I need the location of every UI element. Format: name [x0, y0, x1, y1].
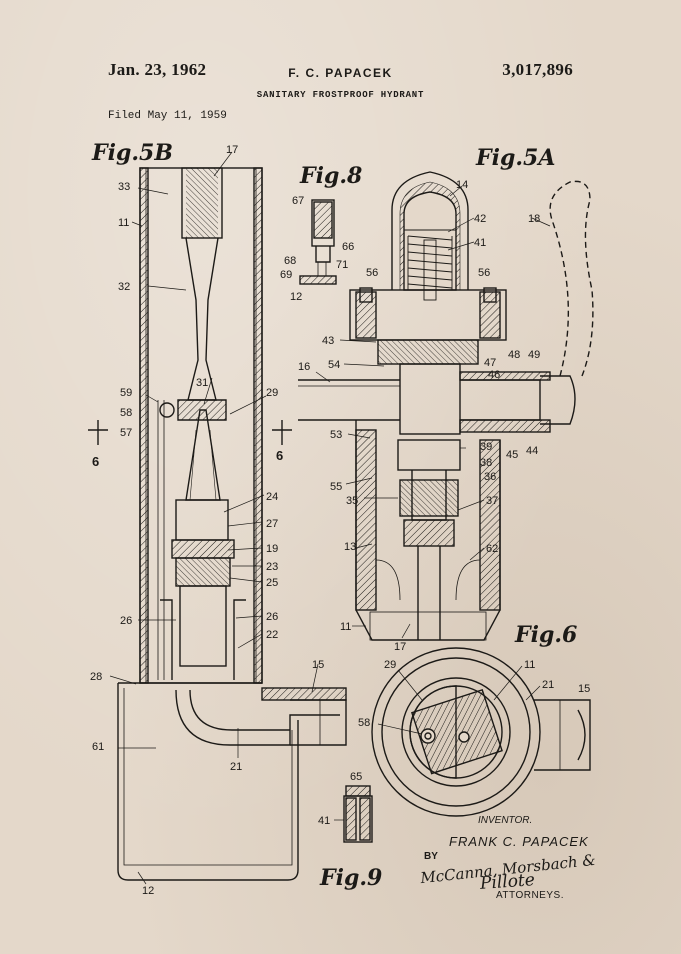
ref-numeral: 31 [196, 377, 208, 389]
ref-numeral: 49 [528, 349, 540, 361]
filed-date: Filed May 11, 1959 [108, 110, 227, 122]
ref-numeral: 32 [118, 281, 130, 293]
ref-numeral: 18 [528, 213, 540, 225]
patent-number: 3,017,896 [502, 60, 573, 79]
section-mark-left: 6 [92, 454, 99, 469]
ref-numeral: 67 [292, 195, 304, 207]
ref-numeral: 38 [480, 457, 492, 469]
ref-numeral: 58 [358, 717, 370, 729]
section-mark-right: 6 [276, 448, 283, 463]
ref-numeral: 37 [486, 495, 498, 507]
ref-numeral: 56 [478, 267, 490, 279]
ref-numeral: 39 [480, 441, 492, 453]
ref-numeral: 17 [226, 144, 238, 156]
ref-numeral: 47 [484, 357, 496, 369]
ref-numeral: 69 [280, 269, 292, 281]
ref-numeral: 68 [284, 255, 296, 267]
ref-numeral: 36 [484, 471, 496, 483]
ref-numeral: 17 [394, 641, 406, 653]
fig5a-drawing [298, 171, 594, 641]
ref-numeral: 66 [342, 241, 354, 253]
ref-numeral: 27 [266, 518, 278, 530]
ref-numeral: 11 [524, 659, 535, 671]
fig5b-drawing [117, 167, 347, 881]
ref-numeral: 15 [312, 659, 324, 671]
ref-numeral: 42 [474, 213, 486, 225]
fig9-drawing [343, 785, 373, 843]
ref-numeral: 11 [118, 217, 129, 229]
ref-numeral: 29 [266, 387, 278, 399]
ref-numeral: 53 [330, 429, 342, 441]
ref-numeral: 57 [120, 427, 132, 439]
by-label: BY [424, 851, 438, 862]
fig6-numerals: 29 11 21 15 58 [358, 659, 590, 729]
fig8-label: Fig.8 [299, 163, 362, 189]
ref-numeral: 24 [266, 491, 278, 503]
ref-numeral: 71 [336, 259, 348, 271]
ref-numeral: 58 [120, 407, 132, 419]
fig5a-label: Fig.5A [475, 145, 555, 171]
fig8-drawing [299, 199, 337, 285]
ref-numeral: 48 [508, 349, 520, 361]
patent-title: SANITARY FROSTPROOF HYDRANT [256, 90, 425, 100]
ref-numeral: 33 [118, 181, 130, 193]
ref-numeral: 62 [486, 543, 498, 555]
attorneys-label: ATTORNEYS. [496, 890, 564, 901]
fig8-numerals: 67 68 66 69 71 12 [280, 195, 354, 303]
ref-numeral: 29 [384, 659, 396, 671]
inventor-name: FRANK C. PAPACEK [449, 834, 589, 849]
ref-numeral: 26 [266, 611, 278, 623]
fig6-label: Fig.6 [514, 622, 577, 648]
ref-numeral: 41 [474, 237, 486, 249]
ref-numeral: 35 [346, 495, 358, 507]
ref-numeral: 12 [290, 291, 302, 303]
fig5b-numerals: 17 33 11 32 31 29 59 58 57 24 27 19 23 2… [90, 144, 324, 897]
ref-numeral: 21 [230, 761, 242, 773]
ref-numeral: 22 [266, 629, 278, 641]
ref-numeral: 11 [340, 621, 351, 633]
ref-numeral: 26 [120, 615, 132, 627]
ref-numeral: 44 [526, 445, 538, 457]
fig5b-label: Fig.5B [91, 140, 173, 166]
ref-numeral: 54 [328, 359, 340, 371]
patent-date: Jan. 23, 1962 [108, 60, 207, 79]
ref-numeral: 12 [142, 885, 154, 897]
ref-numeral: 16 [298, 361, 310, 373]
fig6-drawing [371, 647, 591, 817]
ref-numeral: 14 [456, 179, 468, 191]
fig5a-numerals: 14 18 42 41 56 56 43 54 47 48 49 46 16 5… [298, 179, 540, 653]
ref-numeral: 55 [330, 481, 342, 493]
ref-numeral: 25 [266, 577, 278, 589]
ref-numeral: 19 [266, 543, 278, 555]
inventor-header: F. C. PAPACEK [288, 66, 393, 80]
inventor-label: INVENTOR. [478, 815, 533, 826]
ref-numeral: 28 [90, 671, 102, 683]
ref-numeral: 13 [344, 541, 356, 553]
fig9-numerals: 65 41 [318, 771, 362, 827]
ref-numeral: 15 [578, 683, 590, 695]
ref-numeral: 45 [506, 449, 518, 461]
ref-numeral: 46 [488, 369, 500, 381]
section-lines [88, 420, 292, 445]
ref-numeral: 56 [366, 267, 378, 279]
ref-numeral: 23 [266, 561, 278, 573]
ref-numeral: 43 [322, 335, 334, 347]
ref-numeral: 21 [542, 679, 554, 691]
ref-numeral: 65 [350, 771, 362, 783]
ref-numeral: 59 [120, 387, 132, 399]
ref-numeral: 41 [318, 815, 330, 827]
ref-numeral: 61 [92, 741, 104, 753]
fig9-label: Fig.9 [319, 865, 382, 891]
